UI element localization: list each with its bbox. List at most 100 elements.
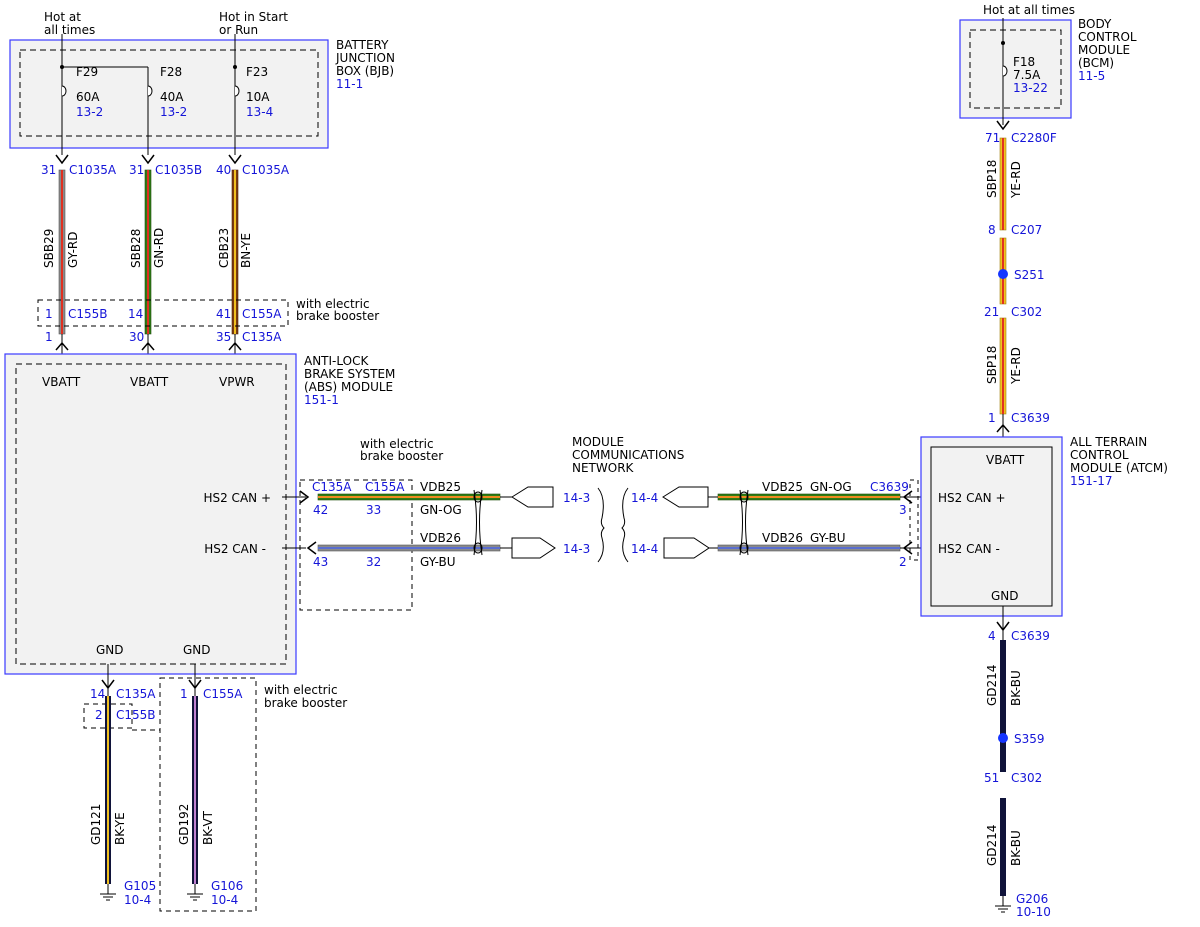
wire-color-label: BN-YE <box>239 233 253 268</box>
ground-label: G105 <box>124 879 156 893</box>
pin-label: 3 <box>899 503 907 517</box>
pin-label: 43 <box>313 555 328 569</box>
battery-junction-box: Hot at all times Hot in Start or Run BAT… <box>9 10 395 165</box>
connector-label: C3639 <box>870 480 909 494</box>
pin-label: 40 <box>216 163 231 177</box>
circuit-label: SBP18 <box>985 160 999 198</box>
connector-arrow-icon <box>511 537 556 559</box>
splice-label: S359 <box>1014 732 1045 746</box>
abs-name-2: BRAKE SYSTEM <box>304 367 395 381</box>
network-label-2: COMMUNICATIONS <box>572 448 684 462</box>
pin-label: 71 <box>985 131 1000 145</box>
abs-gnd-pin-1: GND <box>96 643 124 657</box>
splice-icon <box>998 733 1008 743</box>
connector-label: C1035A <box>69 163 117 177</box>
connector-label: C3639 <box>1011 629 1050 643</box>
splice-label: S251 <box>1014 268 1045 282</box>
pin-label: 41 <box>216 307 231 321</box>
bcm-name-1: BODY <box>1078 17 1112 31</box>
circuit-label: VDB26 <box>762 531 803 545</box>
circuit-label: GD214 <box>985 825 999 866</box>
abs-gnd-pin-2: GND <box>183 643 211 657</box>
gnd-booster-note-2: brake booster <box>264 696 347 710</box>
bcm-ref: 11-5 <box>1078 69 1105 83</box>
fuse-icon <box>1002 65 1008 77</box>
abs-ref: 151-1 <box>304 393 339 407</box>
network-label-1: MODULE <box>572 435 624 449</box>
gnd-booster-note-1: with electric <box>264 683 338 697</box>
wire-color-label: BK-BU <box>1009 670 1023 706</box>
wire-color-label: BK-VT <box>201 810 215 845</box>
pin-label: 31 <box>129 163 144 177</box>
circuit-label: GD192 <box>177 804 191 845</box>
abs-vbatt-pin-1: VBATT <box>42 375 81 389</box>
ground-ref: 10-4 <box>211 893 238 907</box>
wire-color-label: BK-BU <box>1009 830 1023 866</box>
atcm-name-3: MODULE (ATCM) <box>1070 461 1168 475</box>
fuse-icon <box>61 85 67 97</box>
bjb-name-1: BATTERY <box>336 38 389 52</box>
circuit-label: CBB23 <box>217 228 231 268</box>
connector-label: C155B <box>116 708 156 722</box>
can-booster-note-1: with electric <box>360 437 434 451</box>
ground-icon <box>100 884 116 901</box>
ground-ref: 10-4 <box>124 893 151 907</box>
connector-arrow-icon <box>663 537 710 559</box>
atcm-name-2: CONTROL <box>1070 448 1129 462</box>
pin-label: 31 <box>41 163 56 177</box>
splice-icon <box>998 269 1008 279</box>
fuse-f29-ref: 13-2 <box>76 105 103 119</box>
pin-label: 4 <box>988 629 996 643</box>
pin-label: 33 <box>366 503 381 517</box>
body-control-module: Hot at all times F18 7.5A 13-22 BODY CON… <box>959 3 1137 131</box>
bjb-ref: 11-1 <box>336 77 363 91</box>
atcm-ground-wire: 4 C3639 GD214 BK-BU S359 51 C302 GD214 B… <box>984 606 1051 919</box>
atcm-power-wire: 71 C2280F SBP18 YE-RD 8 C207 S251 21 C30… <box>984 131 1057 448</box>
abs-ground-wires: 14 C135A 2 C155B 1 C155A with electric b… <box>83 664 347 912</box>
can-booster-note-2: brake booster <box>360 449 443 463</box>
pin-label: 2 <box>899 555 907 569</box>
connector-label: C135A <box>312 480 352 494</box>
bcm-hot-label: Hot at all times <box>983 3 1075 17</box>
page-ref: 14-4 <box>631 542 658 556</box>
hot-at-all-times-label-1: Hot at <box>44 10 81 24</box>
connector-label: C135A <box>116 687 156 701</box>
atcm-name-1: ALL TERRAIN <box>1070 435 1147 449</box>
wire-color-label: GN-OG <box>420 503 462 517</box>
hot-in-start-label-2: or Run <box>219 23 258 37</box>
pin-label: 14 <box>128 307 143 321</box>
connector-arrow-icon <box>662 486 709 508</box>
fuse-f18-id: F18 <box>1013 55 1035 69</box>
connector-label: C1035B <box>155 163 202 177</box>
pin-label: 14 <box>90 687 105 701</box>
booster-note-1: with electric <box>296 297 370 311</box>
hot-at-all-times-label-2: all times <box>44 23 95 37</box>
fuse-f29-rating: 60A <box>76 90 100 104</box>
ground-label: G106 <box>211 879 243 893</box>
circuit-label: SBB28 <box>129 229 143 268</box>
circuit-label: GD121 <box>89 804 103 845</box>
connector-arrow-icon <box>511 486 554 508</box>
wire-color-label: GY-BU <box>810 531 846 545</box>
fuse-icon <box>147 85 153 97</box>
wire-color-label: GY-BU <box>420 555 456 569</box>
fuse-f23-id: F23 <box>246 65 268 79</box>
booster-note-2: brake booster <box>296 309 379 323</box>
fuse-f28-rating: 40A <box>160 90 184 104</box>
fuse-f18-ref: 13-22 <box>1013 81 1048 95</box>
pin-label: 42 <box>313 503 328 517</box>
connector-label: C1035A <box>242 163 290 177</box>
pin-label: 1 <box>180 687 188 701</box>
connector-label: C3639 <box>1011 411 1050 425</box>
fuse-icon <box>234 85 240 97</box>
page-ref: 14-3 <box>563 542 590 556</box>
atcm-can-plus-pin: HS2 CAN + <box>938 491 1006 505</box>
network-label-3: NETWORK <box>572 461 635 475</box>
wire-color-label: BK-YE <box>113 812 127 845</box>
bcm-name-3: MODULE <box>1078 43 1130 57</box>
page-ref: 14-4 <box>631 491 658 505</box>
connector-label: C155A <box>365 480 405 494</box>
wire-color-label: YE-RD <box>1009 161 1023 199</box>
connector-label: C2280F <box>1011 131 1057 145</box>
wire-color-label: GN-OG <box>810 480 852 494</box>
